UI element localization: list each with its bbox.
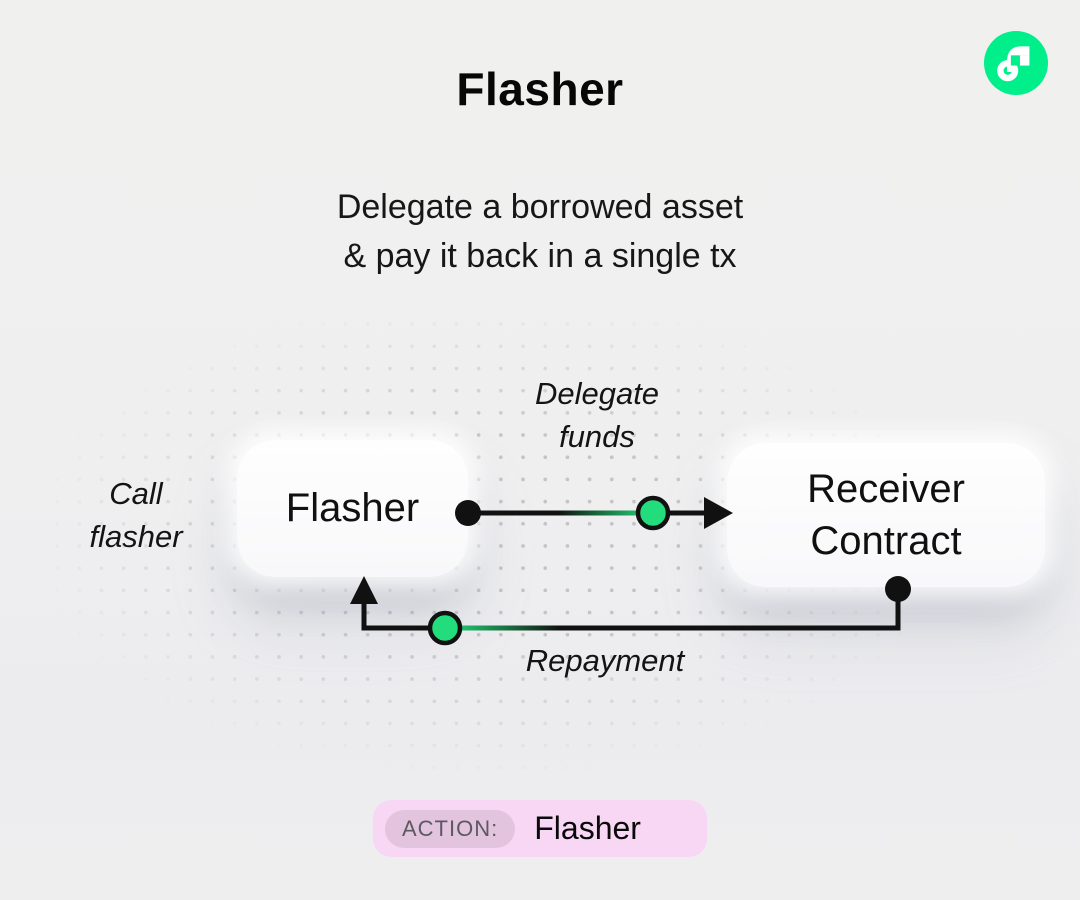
delegate-label-line-1: Delegate [534, 376, 660, 411]
flow-logo-icon [984, 31, 1048, 95]
subtitle-line-1: Delegate a borrowed asset [336, 188, 744, 226]
subtitle-line-2: & pay it back in a single tx [343, 237, 737, 275]
call-label-line-1: Call [109, 476, 163, 511]
node-receiver-label-line-1: Receiver [807, 467, 965, 511]
action-badge: ACTION: Flasher [373, 800, 707, 857]
edge-label-call-flasher: Call flasher [16, 472, 256, 558]
call-label-line-2: flasher [89, 519, 183, 554]
node-flasher: Flasher [237, 440, 468, 577]
edge-label-repayment: Repayment [525, 643, 685, 678]
page-title: Flasher [456, 63, 624, 115]
node-flasher-label: Flasher [285, 486, 420, 530]
node-receiver-label-line-2: Contract [810, 519, 962, 563]
action-badge-tag: ACTION: [385, 809, 516, 848]
delegate-label-line-2: funds [559, 419, 635, 454]
page-subtitle: Delegate a borrowed asset & pay it back … [0, 183, 1080, 281]
node-receiver-contract: Receiver Contract [727, 443, 1045, 587]
action-badge-value: Flasher [534, 810, 641, 846]
node-receiver-label: Receiver Contract [807, 463, 965, 567]
edge-label-delegate-funds: Delegate funds [447, 372, 747, 458]
